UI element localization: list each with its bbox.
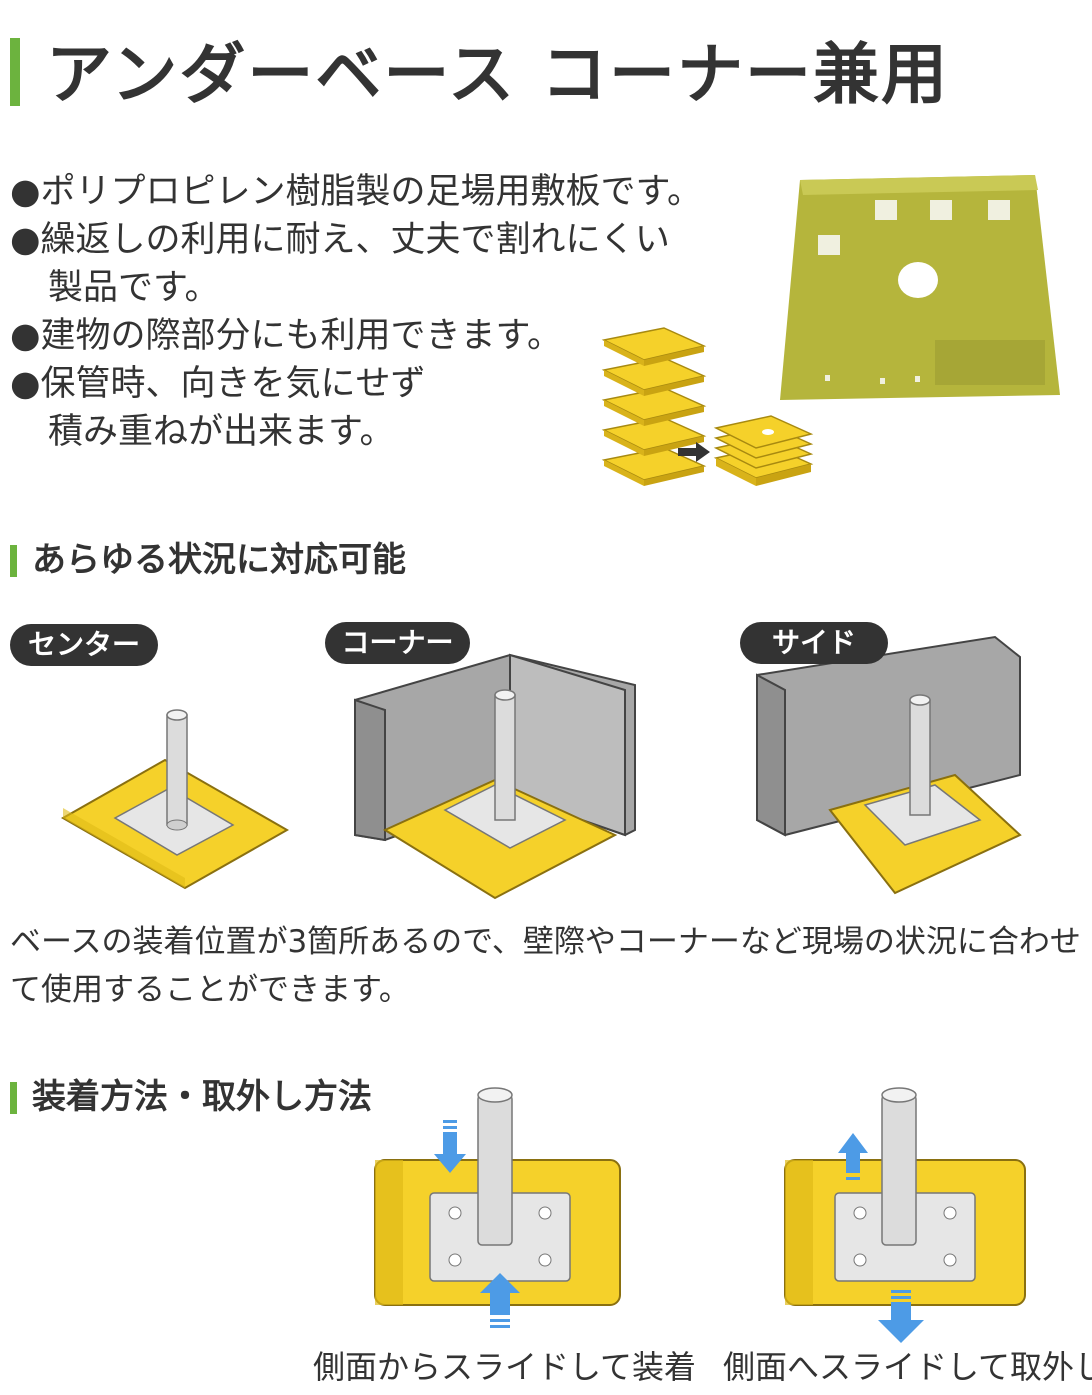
feature-item: ●建物の際部分にも利用できます。	[10, 316, 563, 356]
pipe	[909, 699, 931, 816]
plate-edge	[800, 175, 1038, 195]
section-title-mounting: 装着方法・取外し方法	[32, 1077, 372, 1117]
label-side: サイド	[740, 622, 888, 664]
label-center: センター	[10, 624, 158, 666]
section-title-situations: あらゆる状況に対応可能	[32, 540, 406, 580]
slot	[818, 235, 840, 255]
feature-item: ●ポリプロピレン樹脂製の足場用敷板です。	[10, 172, 703, 212]
slot	[988, 200, 1010, 220]
detach-illustration	[784, 1087, 1026, 1343]
arrow-up-icon	[480, 1273, 520, 1328]
loose-plates	[601, 327, 707, 486]
pipe	[881, 1094, 917, 1246]
section-accent-bar	[10, 545, 17, 577]
raised-pad	[935, 340, 1045, 385]
center-illustration	[60, 709, 290, 890]
section-accent-bar	[10, 1082, 17, 1114]
attach-illustration	[374, 1087, 621, 1328]
feature-item: ●繰返しの利用に耐え、丈夫で割れにくい	[10, 220, 670, 260]
label-corner: コーナー	[325, 622, 470, 664]
caption-detach: 側面へスライドして取外し	[723, 1348, 1092, 1386]
slot	[875, 200, 897, 220]
arrow-down-icon	[434, 1120, 466, 1173]
feature-item-continued: 積み重ねが出来ます。	[48, 412, 395, 452]
center-hole	[898, 262, 938, 298]
pipe	[166, 714, 188, 826]
pipe	[477, 1094, 513, 1246]
feature-item-continued: 製品です。	[48, 268, 220, 308]
stacking-illustration	[601, 327, 814, 486]
feature-list: ●ポリプロピレン樹脂製の足場用敷板です。 ●繰返しの利用に耐え、丈夫で割れにくい…	[10, 168, 702, 456]
arrow-right-icon	[678, 442, 710, 462]
slot	[930, 200, 952, 220]
arrow-up-icon	[838, 1133, 868, 1180]
pipe	[494, 694, 516, 821]
feature-item: ●保管時、向きを気にせず	[10, 364, 426, 404]
side-illustration	[756, 635, 1022, 895]
situations-description: ベースの装着位置が3箇所あるので、壁際やコーナーなど現場の状況に合わせて使用する…	[10, 924, 1081, 1008]
caption-attach: 側面からスライドして装着	[313, 1348, 697, 1386]
arrow-down-icon	[878, 1290, 924, 1343]
title-accent-bar	[10, 38, 20, 106]
page-title: アンダーベース コーナー兼用	[46, 36, 950, 113]
stacked-plates	[713, 415, 814, 486]
product-photo	[780, 175, 1060, 400]
corner-illustration	[354, 653, 636, 900]
